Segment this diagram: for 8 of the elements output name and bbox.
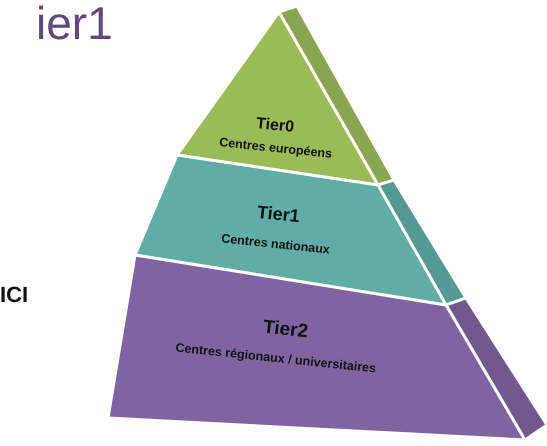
side-label: ICI: [0, 282, 28, 308]
tier-description: Centres régionaux / universitaires: [174, 340, 376, 376]
tier-title: Tier0: [255, 115, 295, 137]
tier-description: Centres européens: [218, 135, 332, 161]
tier-description: Centres nationaux: [220, 231, 330, 257]
tier-title: Tier1: [256, 201, 300, 227]
tier-title: Tier2: [261, 316, 309, 344]
heading: ier1: [36, 0, 113, 46]
